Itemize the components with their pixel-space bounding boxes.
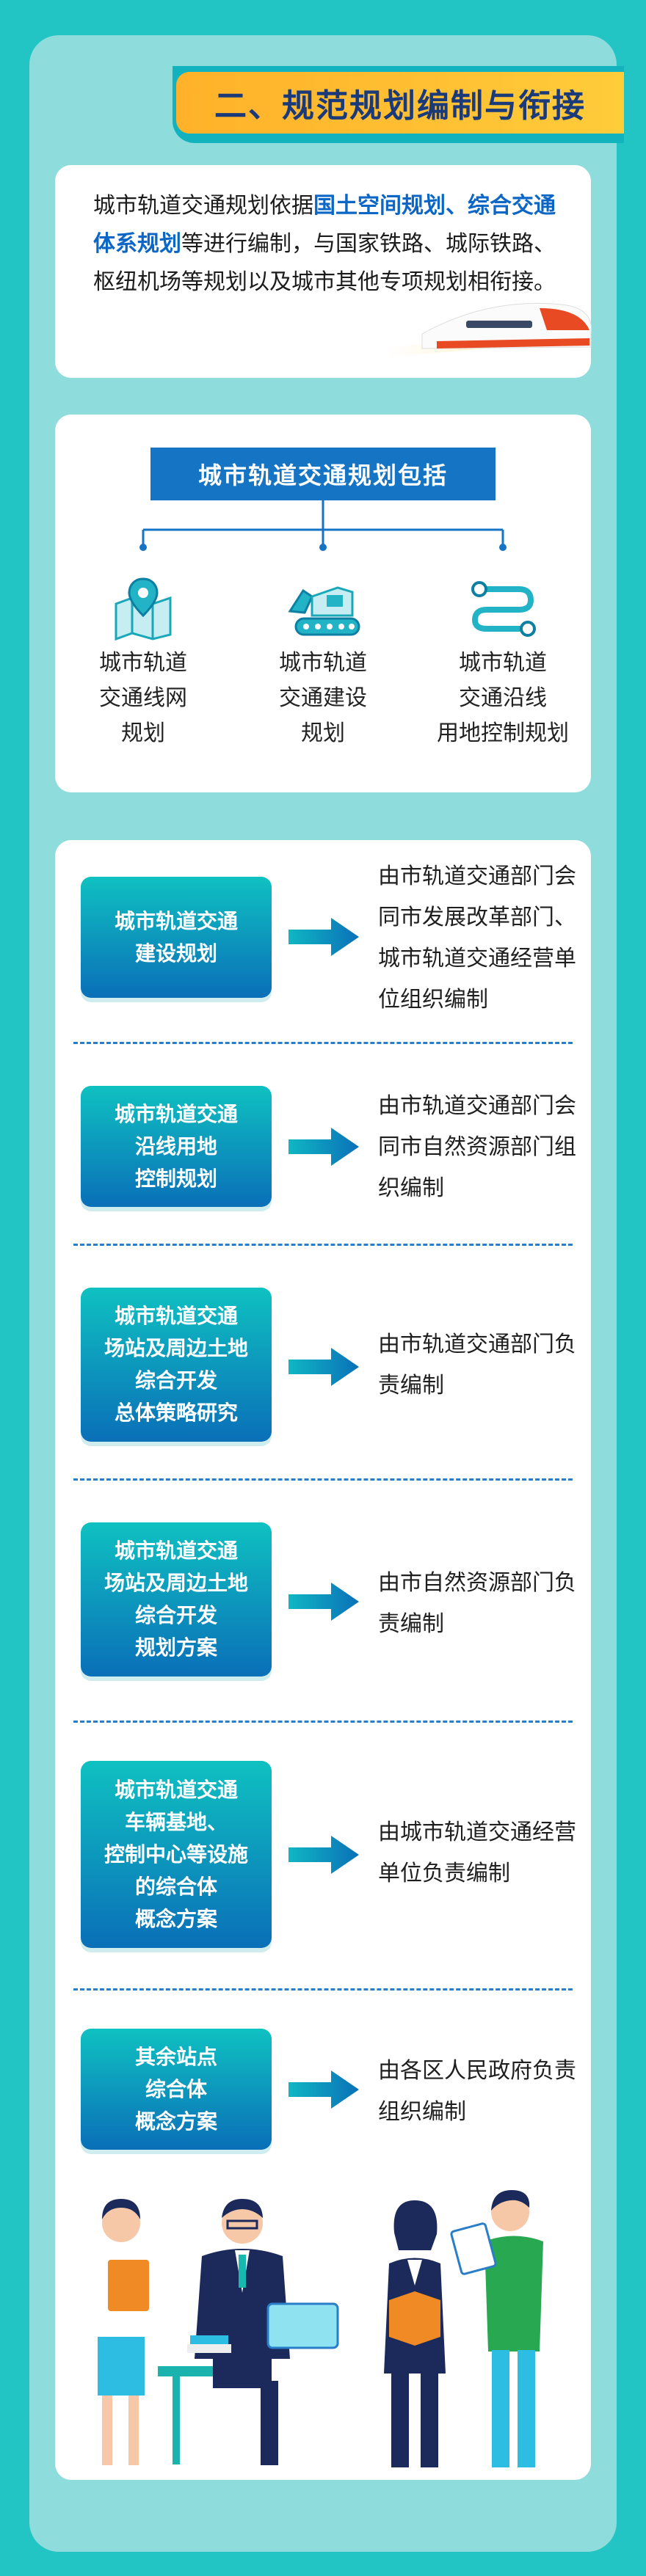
intro-highlight: 国土空间规划、综合交通体系规划: [93, 193, 556, 257]
plan-type-label: 城市轨道交通车辆基地、控制中心等设施的综合体概念方案: [81, 1761, 272, 1948]
people-illustration: [92, 2190, 543, 2467]
responsible-party: 由市轨道交通部门负责编制: [378, 1332, 576, 1398]
includes-heading: 城市轨道交通规划包括: [150, 448, 496, 500]
arrow-right-icon: [288, 1583, 359, 1621]
responsible-party: 由各区人民政府负责组织编制: [378, 2058, 576, 2125]
plan-type-label: 城市轨道交通场站及周边土地综合开发规划方案: [81, 1522, 272, 1676]
person-3: [384, 2200, 446, 2467]
dashed-divider: [73, 1478, 573, 1481]
intro-text: 城市轨道交通规划依据国土空间规划、综合交通体系规划等进行编制，与国家铁路、城际铁…: [93, 193, 556, 295]
construction-excavator-icon: [288, 585, 360, 635]
include-item-landuse: 城市轨道 交通沿线 用地控制规划: [415, 572, 591, 751]
plan-type-label: 城市轨道交通沿线用地控制规划: [81, 1086, 272, 1207]
responsible-party: 由城市轨道交通经营单位负责编制: [378, 1820, 576, 1886]
section-title: 二、规范规划编制与衔接: [176, 72, 624, 134]
person-1: [92, 2199, 150, 2465]
tree-connector: [139, 500, 507, 551]
arrow-right-icon: [288, 1348, 359, 1386]
plan-type-label: 城市轨道交通建设规划: [81, 877, 272, 998]
person-2: [158, 2199, 339, 2465]
person-4: [450, 2190, 543, 2467]
includes-card: 城市轨道交通规划包括 城市轨道 交通线网 规划: [55, 415, 591, 792]
intro-card: 城市轨道交通规划依据国土空间规划、综合交通体系规划等进行编制，与国家铁路、城际铁…: [55, 165, 592, 378]
include-item-network: 城市轨道 交通线网 规划: [55, 572, 231, 751]
include-item-construction: 城市轨道 交通建设 规划: [235, 572, 411, 751]
train-illustration: [385, 302, 592, 357]
arrow-right-icon: [288, 1128, 359, 1166]
plan-type-label: 其余站点综合体概念方案: [81, 2029, 272, 2150]
responsible-party: 由市自然资源部门负责编制: [378, 1570, 576, 1637]
map-pin-icon: [115, 577, 172, 641]
dashed-divider: [73, 1721, 573, 1723]
dashed-divider: [73, 1244, 573, 1246]
route-line-icon: [471, 580, 536, 637]
arrow-right-icon: [288, 2070, 359, 2109]
dashed-divider: [73, 1988, 573, 1991]
plan-type-label: 城市轨道交通场站及周边土地综合开发总体策略研究: [81, 1288, 272, 1442]
dashed-divider: [73, 1042, 573, 1044]
arrow-right-icon: [288, 1836, 359, 1874]
responsible-party: 由市轨道交通部门会同市发展改革部门、城市轨道交通经营单位组织编制: [378, 864, 576, 1012]
responsible-party: 由市轨道交通部门会同市自然资源部门组织编制: [378, 1093, 576, 1201]
arrow-right-icon: [288, 918, 359, 956]
